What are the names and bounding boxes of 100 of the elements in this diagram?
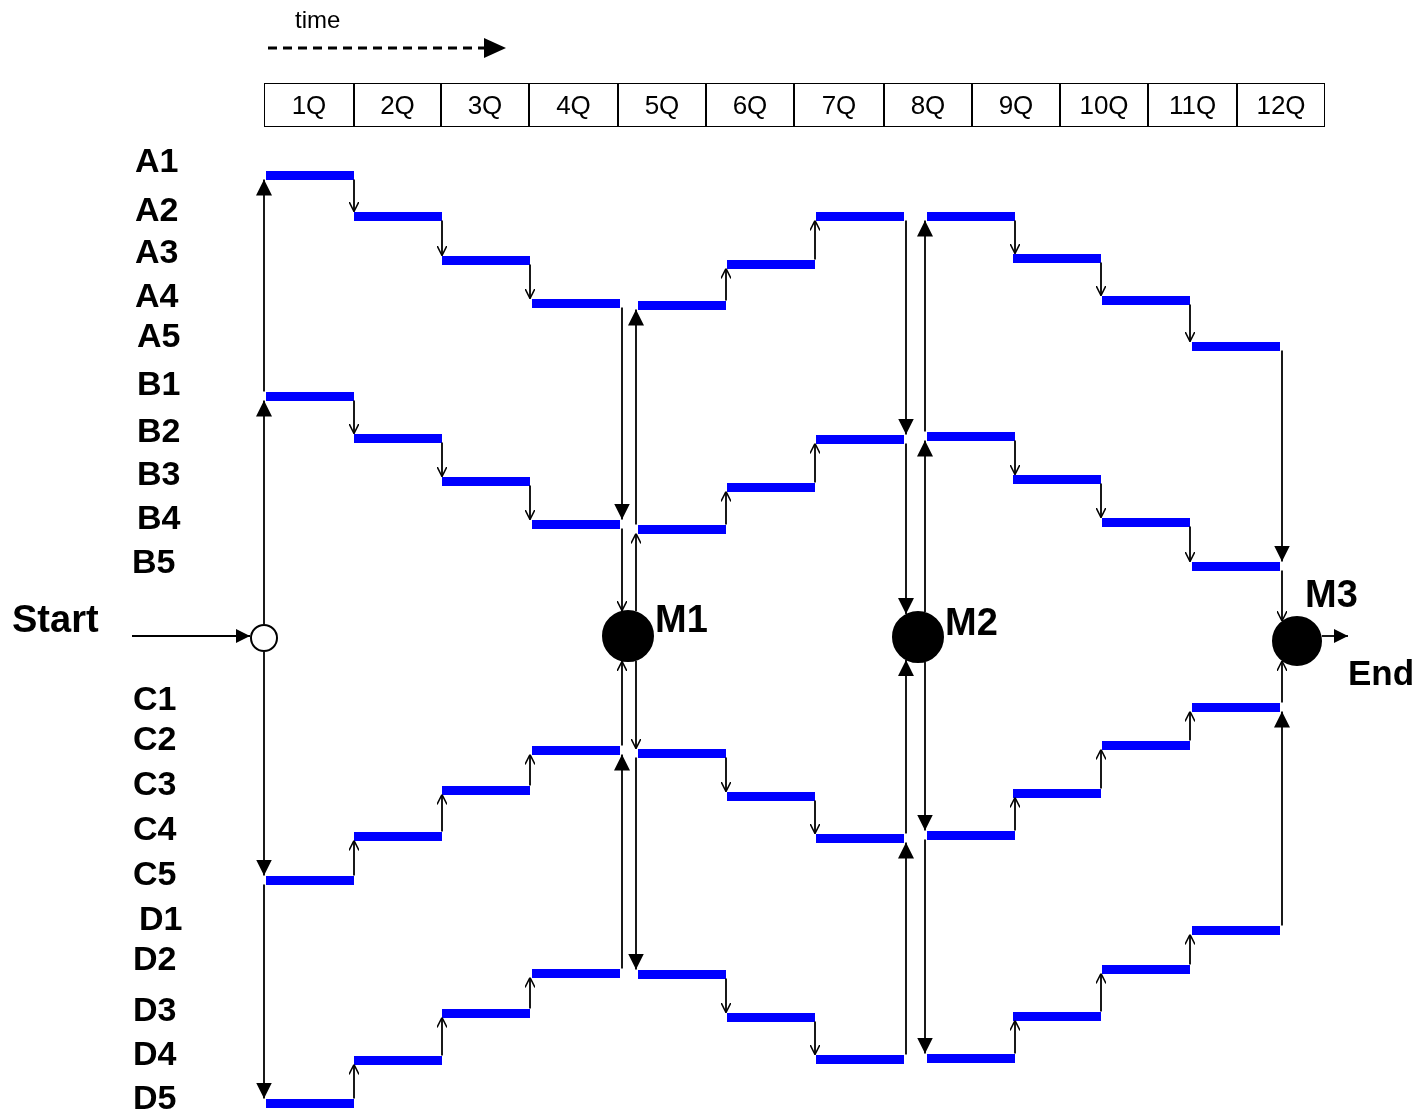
row-label: A4 [135, 278, 179, 312]
arrow [256, 883, 272, 1100]
arrow [256, 178, 272, 393]
task-bar [532, 298, 620, 308]
quarter-header: 2Q [354, 83, 441, 127]
arrow [348, 1063, 360, 1100]
arrow [436, 793, 448, 833]
arrow [628, 756, 644, 971]
arrow [1095, 748, 1107, 790]
row-label: B4 [137, 500, 181, 534]
arrow [1321, 629, 1349, 643]
task-bar [1102, 295, 1190, 305]
task-bar [927, 431, 1015, 441]
milestone-label: M2 [945, 603, 998, 641]
arrow [256, 399, 272, 625]
milestone-circle [892, 611, 944, 663]
task-bar [442, 785, 530, 795]
arrow [720, 977, 732, 1014]
start-label: Start [12, 598, 132, 640]
arrow [1009, 796, 1021, 832]
quarter-header: 9Q [972, 83, 1060, 127]
task-bar [816, 833, 904, 843]
task-bar [1192, 925, 1280, 935]
task-bar [354, 831, 442, 841]
row-label: D5 [133, 1080, 177, 1111]
task-bar [532, 968, 620, 978]
task-bar [442, 476, 530, 486]
arrow [131, 629, 251, 643]
arrow [436, 441, 448, 478]
end-label: End [1348, 624, 1416, 690]
task-bar [1192, 702, 1280, 712]
arrow [720, 756, 732, 793]
task-bar [442, 255, 530, 265]
row-label: C2 [133, 721, 177, 755]
milestone-label: M1 [655, 600, 708, 638]
arrow [348, 839, 360, 877]
quarter-header: 12Q [1237, 83, 1325, 127]
task-bar [927, 1053, 1015, 1063]
task-bar [1013, 474, 1101, 484]
arrow [1009, 439, 1021, 476]
task-bar [1013, 253, 1101, 263]
arrow [1095, 972, 1107, 1013]
task-bar [1013, 1011, 1101, 1021]
task-bar [727, 791, 815, 801]
quarter-header: 11Q [1148, 83, 1237, 127]
row-label: B3 [137, 456, 181, 490]
task-bar [1192, 341, 1280, 351]
start-circle [250, 624, 278, 652]
arrow [614, 306, 630, 521]
arrow [436, 219, 448, 257]
arrow [1274, 710, 1290, 927]
row-label: B5 [132, 544, 176, 578]
arrow [436, 1016, 448, 1057]
task-bar [1013, 788, 1101, 798]
arrow [524, 263, 536, 300]
task-bar [727, 1012, 815, 1022]
row-label: A2 [135, 192, 179, 226]
task-bar [354, 1055, 442, 1065]
arrow [809, 799, 821, 835]
arrow [628, 308, 644, 526]
row-label: D4 [133, 1036, 177, 1070]
row-label: A1 [135, 143, 179, 177]
arrow [809, 1020, 821, 1056]
arrow [256, 651, 272, 877]
arrow [524, 976, 536, 1010]
arrow [1095, 482, 1107, 519]
task-bar [266, 170, 354, 180]
arrow [898, 442, 914, 615]
task-bar [638, 969, 726, 979]
arrow [809, 219, 821, 261]
arrow [524, 753, 536, 787]
milestone-circle [1272, 616, 1322, 666]
task-bar [816, 434, 904, 444]
arrow [720, 267, 732, 302]
arrow [898, 659, 914, 835]
row-label: C5 [133, 856, 177, 890]
task-bar [442, 1008, 530, 1018]
arrow [1095, 261, 1107, 297]
task-bar [816, 211, 904, 221]
arrow [917, 838, 933, 1055]
task-bar [266, 875, 354, 885]
task-bar [638, 524, 726, 534]
milestone-label: M3 [1305, 575, 1358, 613]
arrow [348, 178, 360, 213]
row-label: D3 [133, 992, 177, 1026]
arrow [1009, 1019, 1021, 1055]
axis-label: time [295, 8, 341, 32]
task-bar [1192, 561, 1280, 571]
task-bar [816, 1054, 904, 1064]
arrow [614, 753, 630, 970]
row-label: B2 [137, 413, 181, 447]
quarter-header: 7Q [794, 83, 884, 127]
arrow [898, 841, 914, 1056]
arrow [720, 490, 732, 526]
task-bar [727, 482, 815, 492]
row-label: A3 [135, 234, 179, 268]
arrow [630, 659, 642, 750]
quarter-header: 8Q [884, 83, 972, 127]
quarter-header: 5Q [618, 83, 706, 127]
arrow [1184, 303, 1196, 343]
